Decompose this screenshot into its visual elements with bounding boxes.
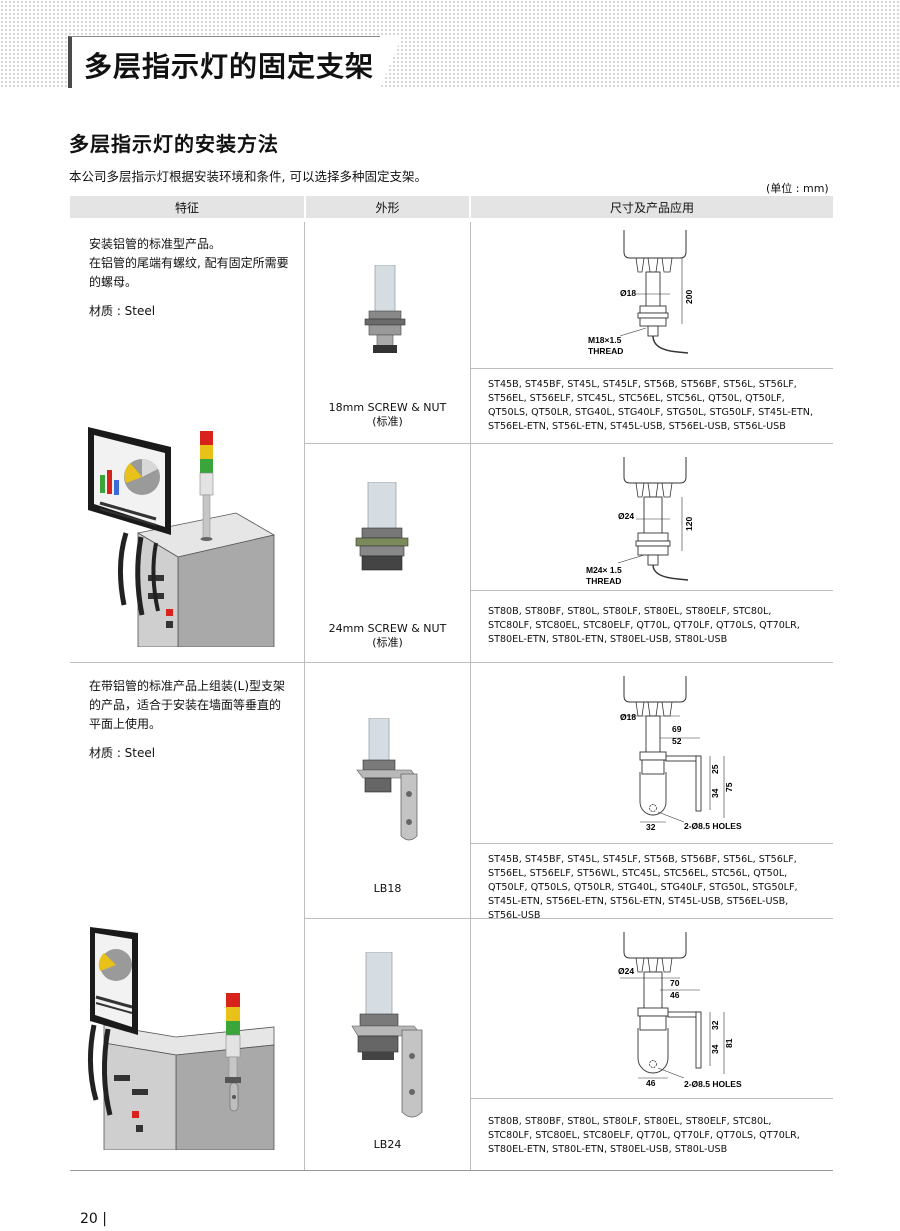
width-2-label: 46 bbox=[670, 990, 680, 1000]
screw-nut-24-photo bbox=[355, 482, 409, 571]
height-label: 200 bbox=[684, 290, 694, 304]
table-bottom-line bbox=[70, 1170, 833, 1171]
product-label-18mm: 18mm SCREW & NUT (标准) bbox=[306, 401, 469, 429]
screw-nut-18-photo bbox=[364, 265, 406, 353]
compatible-models-lb24: ST80B, ST80BF, ST80L, ST80LF, ST80EL, ST… bbox=[488, 1116, 800, 1155]
height-label: 120 bbox=[684, 517, 694, 531]
thread-label: M24× 1.5 bbox=[586, 565, 622, 575]
header-feature: 特征 bbox=[70, 196, 304, 218]
dimension-drawing-lb18: Ø18 69 52 25 34 75 32 2-Ø8.5 HOLES bbox=[620, 676, 742, 832]
dimension-drawing-18mm: Ø18 200 M18×1.5 THREAD bbox=[588, 230, 694, 356]
height-1-label: 32 bbox=[710, 1020, 720, 1030]
material-text: 材质 : Steel bbox=[89, 304, 156, 318]
compatible-models-24mm: ST80B, ST80BF, ST80L, ST80LF, ST80EL, ST… bbox=[488, 606, 800, 645]
feature-text-group-1: 安装铝管的标准型产品。 在铝管的尾端有螺纹, 配有固定所需要 的螺母。 材质 :… bbox=[89, 235, 289, 321]
product-sub: (标准) bbox=[372, 636, 403, 649]
product-sub: (标准) bbox=[372, 415, 403, 428]
thread-label: M18×1.5 bbox=[588, 335, 622, 345]
row-divider bbox=[470, 843, 833, 844]
dia-label: Ø18 bbox=[620, 288, 636, 298]
feature-line: 的螺母。 bbox=[89, 275, 138, 289]
height-1-label: 25 bbox=[710, 764, 720, 774]
bottom-width-label: 46 bbox=[646, 1078, 656, 1088]
title-tab: 多层指示灯的固定支架 bbox=[68, 36, 402, 89]
dimension-drawing-lb24: Ø24 70 46 32 34 81 46 2-Ø8.5 HOLES bbox=[618, 932, 742, 1089]
feature-line: 在铝管的尾端有螺纹, 配有固定所需要 bbox=[89, 256, 289, 270]
width-1-label: 69 bbox=[672, 724, 682, 734]
height-2-label: 34 bbox=[710, 1044, 720, 1054]
lb24-bracket-photo bbox=[351, 952, 423, 1118]
row-divider bbox=[470, 1098, 833, 1099]
product-label-24mm: 24mm SCREW & NUT (标准) bbox=[306, 622, 469, 650]
header-dimensions: 尺寸及产品应用 bbox=[471, 196, 833, 218]
description: 本公司多层指示灯根据安装环境和条件, 可以选择多种固定支架。 bbox=[69, 169, 427, 184]
product-name: 18mm SCREW & NUT bbox=[328, 401, 447, 414]
height-3-label: 81 bbox=[724, 1038, 734, 1048]
width-2-label: 52 bbox=[672, 736, 682, 746]
holes-label: 2-Ø8.5 HOLES bbox=[684, 821, 742, 831]
feature-line: 在带铝管的标准产品上组装(L)型支架 bbox=[89, 679, 286, 693]
compatible-models-18mm: ST45B, ST45BF, ST45L, ST45LF, ST56B, ST5… bbox=[488, 379, 814, 432]
row-divider bbox=[470, 590, 833, 591]
installation-illustration-bracket bbox=[87, 927, 275, 1150]
feature-line: 安装铝管的标准型产品。 bbox=[89, 237, 222, 251]
row-divider bbox=[470, 368, 833, 369]
row-divider bbox=[304, 443, 833, 444]
unit-note: (单位 : mm) bbox=[766, 182, 829, 195]
height-2-label: 34 bbox=[710, 788, 720, 798]
width-1-label: 70 bbox=[670, 978, 680, 988]
material-text: 材质 : Steel bbox=[89, 746, 156, 760]
height-3-label: 75 bbox=[724, 782, 734, 792]
product-name: 24mm SCREW & NUT bbox=[328, 622, 447, 635]
thread-word: THREAD bbox=[588, 346, 623, 356]
installation-illustration-pole bbox=[88, 427, 276, 647]
product-label-lb18: LB18 bbox=[373, 882, 402, 895]
group-divider bbox=[70, 662, 833, 663]
header-shape: 外形 bbox=[306, 196, 469, 218]
bottom-width-label: 32 bbox=[646, 822, 656, 832]
page-title: 多层指示灯的固定支架 bbox=[84, 50, 375, 83]
dia-label: Ø24 bbox=[618, 966, 634, 976]
section-title: 多层指示灯的安装方法 bbox=[69, 132, 279, 156]
column-divider bbox=[470, 222, 471, 1170]
feature-line: 的产品，适合于安装在墙面等垂直的 bbox=[89, 698, 282, 712]
thread-word: THREAD bbox=[586, 576, 621, 586]
column-divider bbox=[304, 222, 305, 1170]
feature-line: 平面上使用。 bbox=[89, 717, 162, 731]
dimension-drawing-24mm: Ø24 120 M24× 1.5 THREAD bbox=[586, 457, 694, 586]
row-divider bbox=[304, 918, 833, 919]
page-number: 20 | bbox=[80, 1211, 107, 1227]
product-label-lb24: LB24 bbox=[373, 1138, 402, 1151]
dia-label: Ø18 bbox=[620, 712, 636, 722]
lb18-bracket-photo bbox=[356, 718, 418, 841]
holes-label: 2-Ø8.5 HOLES bbox=[684, 1079, 742, 1089]
compatible-models-lb18: ST45B, ST45BF, ST45L, ST45LF, ST56B, ST5… bbox=[488, 854, 798, 921]
dia-label: Ø24 bbox=[618, 511, 634, 521]
feature-text-group-2: 在带铝管的标准产品上组装(L)型支架 的产品，适合于安装在墙面等垂直的 平面上使… bbox=[89, 677, 285, 763]
